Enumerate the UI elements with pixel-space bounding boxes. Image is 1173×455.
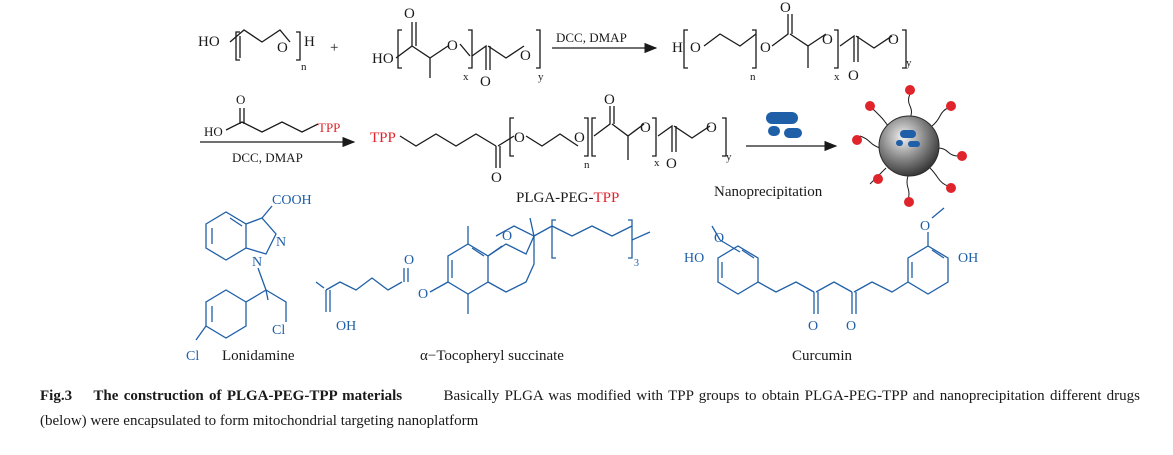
peg-plga-product: H O n O O O x O O y xyxy=(672,0,912,84)
figure-caption: Fig.3 The construction of PLGA-PEG-TPP m… xyxy=(40,384,1140,434)
plga-y: y xyxy=(538,71,544,83)
peg-structure: HO O H n xyxy=(198,29,315,73)
acid-tpp: TPP xyxy=(318,120,340,135)
p2-o2: O xyxy=(514,130,525,146)
plga-o1: O xyxy=(404,6,415,22)
curcumin-o-right: O xyxy=(920,219,930,234)
toco-o-ring: O xyxy=(502,229,512,244)
caption-title: The construction of PLGA-PEG-TPP materia… xyxy=(93,388,403,404)
drug-blob-2 xyxy=(768,126,780,136)
prod1-o3: O xyxy=(780,0,791,16)
plus-sign: + xyxy=(330,40,338,56)
prod1-o4: O xyxy=(822,32,833,48)
lonidamine-name: Lonidamine xyxy=(222,348,295,364)
p2-o5: O xyxy=(640,120,651,136)
toco-sub3: 3 xyxy=(634,258,639,269)
lonidamine-structure: COOH N N Cl Cl Lonidamine xyxy=(186,193,312,364)
product-tpp-label: TPP xyxy=(370,130,396,146)
plga-ho-label: HO xyxy=(372,51,394,67)
reaction-arrow-2: DCC, DMAP xyxy=(200,136,356,165)
peg-h-label: H xyxy=(304,34,315,50)
nanoprecipitation-label: Nanoprecipitation xyxy=(714,184,823,200)
lonidamine-cl2: Cl xyxy=(186,349,199,364)
reagent-2: DCC, DMAP xyxy=(232,150,303,165)
curcumin-name: Curcumin xyxy=(792,348,852,364)
prod1-n: n xyxy=(750,71,756,83)
toco-o-carbonyl: O xyxy=(404,253,414,268)
acid-ho: HO xyxy=(204,124,223,139)
curcumin-ho: HO xyxy=(684,251,704,266)
prod1-o6: O xyxy=(888,32,899,48)
lonidamine-cl1: Cl xyxy=(272,323,285,338)
prod1-x: x xyxy=(834,71,840,83)
tocopheryl-name: α−Tocopheryl succinate xyxy=(420,348,564,364)
peg-n-label: n xyxy=(301,61,307,73)
plga-o3: O xyxy=(480,74,491,90)
curcumin-oh: OH xyxy=(958,251,978,266)
product-name: PLGA-PEG-TPP xyxy=(516,190,619,206)
prod1-o2: O xyxy=(760,40,771,56)
tpp-acid-reagent: O HO TPP xyxy=(204,92,340,139)
drug-blob-1 xyxy=(766,112,798,124)
p2-y: y xyxy=(726,151,732,163)
acid-o: O xyxy=(236,92,245,107)
curcumin-o1: O xyxy=(808,319,818,334)
plga-structure: HO O O x O O y xyxy=(372,6,544,90)
peg-o-label: O xyxy=(277,40,288,56)
curcumin-structure: O HO O O O OH Curcumin xyxy=(684,207,978,364)
reaction-scheme-figure: HO O H n + HO O O x O O y DCC, DMAP H O xyxy=(186,0,978,364)
plga-peg-tpp-structure: TPP O O O n O O x O O y PLGA-PEG-TPP xyxy=(370,92,732,206)
prod1-o1: O xyxy=(690,40,701,56)
p2-o1: O xyxy=(491,170,502,186)
toco-oh: OH xyxy=(336,319,356,334)
p2-n: n xyxy=(584,159,590,171)
caption-text: Basically PLGA was modified with TPP gro… xyxy=(40,388,1141,429)
toco-o-ester: O xyxy=(418,287,428,302)
prod1-o5: O xyxy=(848,68,859,84)
nanoprecipitation-step: Nanoprecipitation xyxy=(714,112,838,200)
plga-x: x xyxy=(463,71,469,83)
plga-o4: O xyxy=(520,48,531,64)
p2-o4: O xyxy=(604,92,615,108)
reaction-arrow-1: DCC, DMAP xyxy=(552,30,658,54)
peg-ho-label: HO xyxy=(198,34,220,50)
plga-o2: O xyxy=(447,38,458,54)
prod1-h: H xyxy=(672,40,683,56)
p2-x: x xyxy=(654,157,660,169)
prod1-y: y xyxy=(906,57,912,69)
lonidamine-cooh: COOH xyxy=(272,193,312,208)
p2-o3: O xyxy=(574,130,585,146)
reagent-1: DCC, DMAP xyxy=(556,30,627,45)
drug-blob-3 xyxy=(784,128,802,138)
curcumin-o2: O xyxy=(846,319,856,334)
nanoparticle-icon xyxy=(852,85,967,207)
tocopheryl-succinate-structure: OH O O O 3 α−Tocopheryl succinate xyxy=(315,217,651,364)
p2-o7: O xyxy=(706,120,717,136)
lonidamine-n2: N xyxy=(252,255,262,270)
caption-label: Fig.3 xyxy=(40,388,73,404)
lonidamine-n1: N xyxy=(276,235,286,250)
p2-o6: O xyxy=(666,156,677,172)
